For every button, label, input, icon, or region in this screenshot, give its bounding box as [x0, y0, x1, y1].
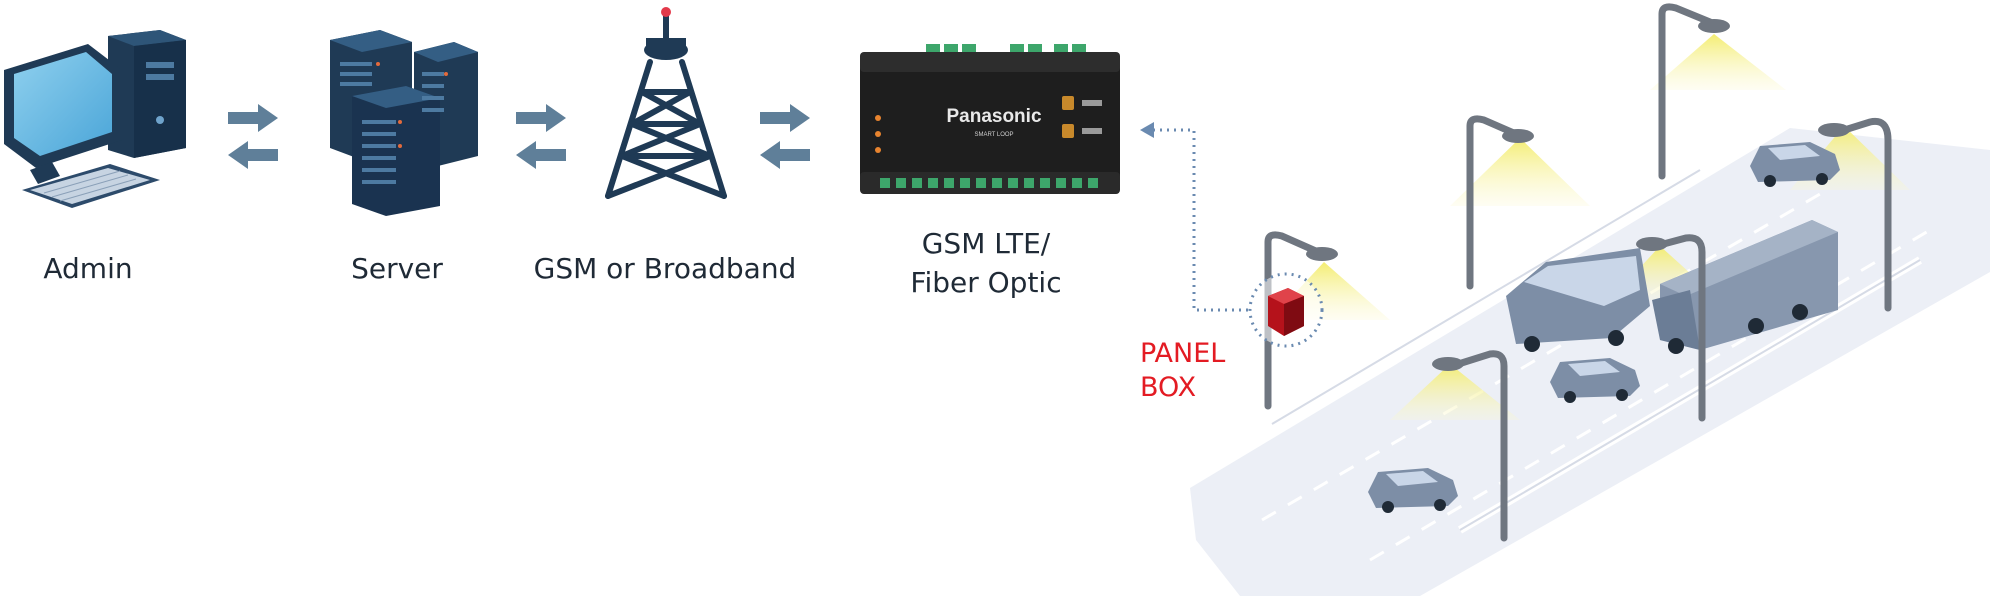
link-arrowhead-icon [1140, 122, 1154, 138]
tower-head [646, 38, 686, 52]
dotted-link [1150, 128, 1248, 312]
controller-model: SMART LOOP [974, 132, 1013, 138]
gsm-label: GSM or Broadband [534, 252, 797, 285]
exchange-arrows-icon [228, 104, 278, 169]
controller-device-icon [860, 44, 1120, 194]
lamp-heads [1306, 19, 1850, 371]
panel-box-label-line1: PANEL [1140, 338, 1225, 369]
gsm-tower-icon [605, 9, 727, 199]
controller-label-line1: GSM LTE/ [922, 227, 1051, 260]
admin-computer-icon [4, 30, 186, 208]
server-label: Server [351, 252, 443, 285]
panel-box-icon [1268, 288, 1304, 336]
server-rack-icon [330, 30, 478, 216]
tower-beacon-icon [661, 7, 671, 17]
controller-label-line2: Fiber Optic [910, 266, 1061, 299]
street-lamp-icon [1264, 3, 1892, 542]
exchange-arrows-icon [760, 104, 810, 169]
controller-brand: Panasonic [946, 106, 1041, 127]
exchange-arrows-icon [516, 104, 566, 169]
admin-label: Admin [43, 252, 132, 285]
panel-box-label-line2: BOX [1140, 372, 1196, 403]
